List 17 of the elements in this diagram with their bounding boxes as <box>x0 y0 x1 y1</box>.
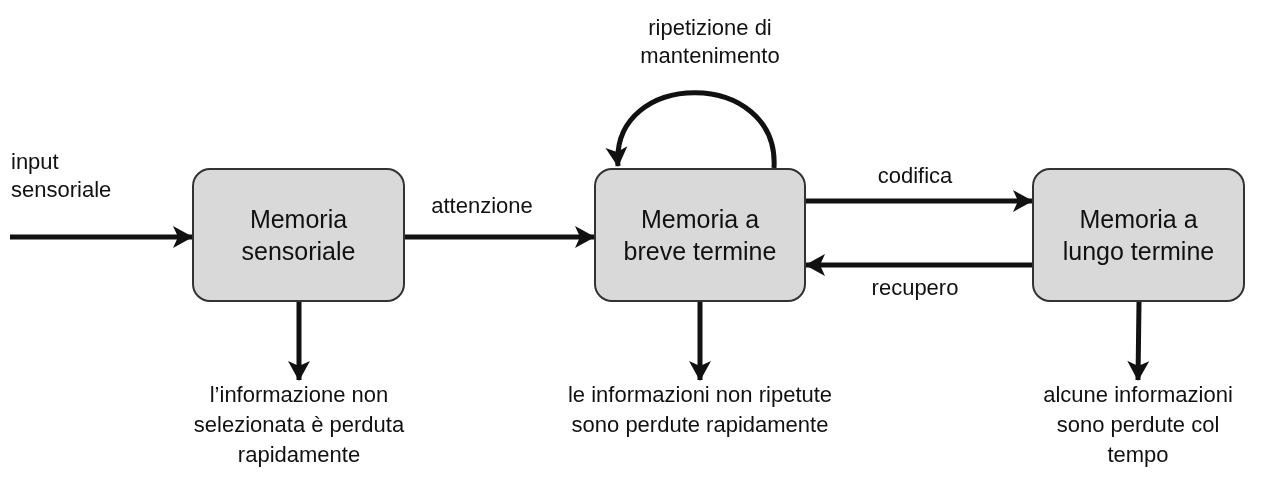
note-text: l’informazione non selezionata è perduta rapidamente <box>164 380 434 472</box>
memory-box <box>192 168 405 302</box>
box-label: Memoria a breve termine <box>622 204 778 267</box>
arrow <box>805 254 1032 276</box>
arrow <box>806 190 1033 212</box>
arrow <box>10 226 193 248</box>
arrow <box>689 302 711 381</box>
box-label: Memoria sensoriale <box>240 204 357 267</box>
arrow <box>608 90 777 169</box>
box-label: Memoria a lungo termine <box>1061 204 1216 267</box>
arrow <box>1127 301 1150 381</box>
memory-box <box>1032 168 1245 302</box>
note-text: le informazioni non ripetute sono perdute rapidamente <box>565 380 835 472</box>
note-text: alcune informazioni sono perdute col tempo <box>1028 380 1248 472</box>
memory-box <box>594 168 806 302</box>
arrow <box>405 226 595 248</box>
arrow <box>288 302 310 381</box>
